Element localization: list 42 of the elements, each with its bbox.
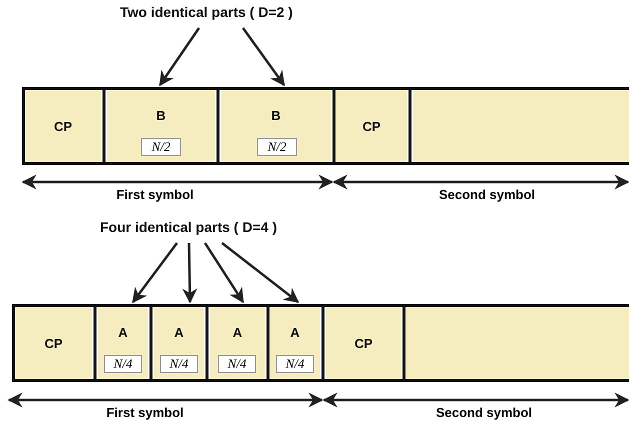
arrow	[221, 242, 300, 303]
arrow	[204, 242, 244, 304]
dimension-label: First symbol	[116, 187, 194, 202]
segment-box	[25, 90, 101, 162]
segment-label: A	[290, 324, 300, 340]
segment-box	[270, 307, 320, 379]
subcarrier-label: N/2	[141, 138, 181, 156]
heading-text: Four identical parts ( D=4 )	[100, 219, 370, 241]
arrow	[242, 27, 286, 86]
subcarrier-label: N/4	[160, 355, 198, 373]
segment-label: CP	[44, 336, 63, 350]
segment-label: CP	[362, 118, 381, 134]
dimension-label: Second symbol	[436, 405, 532, 420]
segment-label: A	[174, 324, 184, 340]
segment-label: B	[156, 108, 166, 122]
subcarrier-label: N/4	[218, 355, 256, 373]
segment-label: CP	[354, 336, 373, 350]
segment-box	[15, 307, 92, 379]
segment-box	[98, 307, 148, 379]
segment-box	[107, 90, 215, 162]
segment-box	[336, 90, 407, 162]
dimension-label: Second symbol	[438, 187, 536, 202]
arrow	[158, 27, 200, 86]
arrow	[182, 242, 198, 304]
heading-text: Two identical parts ( D=2 )	[120, 4, 390, 26]
subcarrier-label: N/2	[257, 138, 297, 156]
segment-box	[413, 90, 629, 162]
arrow	[132, 242, 178, 304]
segment-box	[406, 307, 629, 379]
segment-label: A	[118, 324, 128, 340]
segment-box	[210, 307, 265, 379]
frame-bar	[12, 304, 629, 382]
frame-bar	[22, 87, 629, 165]
subcarrier-label: N/4	[104, 355, 142, 373]
segment-box	[154, 307, 204, 379]
subcarrier-label: N/4	[276, 355, 314, 373]
segment-label: CP	[54, 118, 72, 134]
segment-label: B	[271, 108, 281, 122]
dimension-label: First symbol	[106, 405, 184, 420]
segment-box	[221, 90, 331, 162]
segment-box	[326, 307, 401, 379]
segment-label: A	[232, 324, 242, 340]
